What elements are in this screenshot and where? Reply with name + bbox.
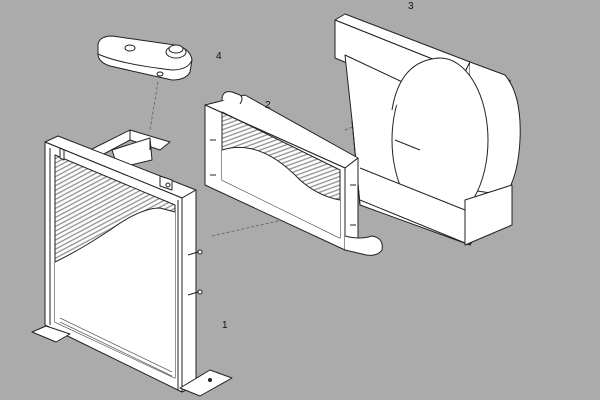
callout-label-3: 3 [408, 1, 414, 12]
fan-shroud-icon [334, 13, 521, 246]
callout-label-1: 1 [222, 320, 228, 331]
intercooler-icon [204, 91, 383, 256]
radiator-frame-icon [31, 135, 233, 397]
expansion-tank-icon [89, 35, 193, 169]
callout-label-2: 2 [265, 100, 271, 111]
callout-label-4: 4 [216, 51, 222, 62]
